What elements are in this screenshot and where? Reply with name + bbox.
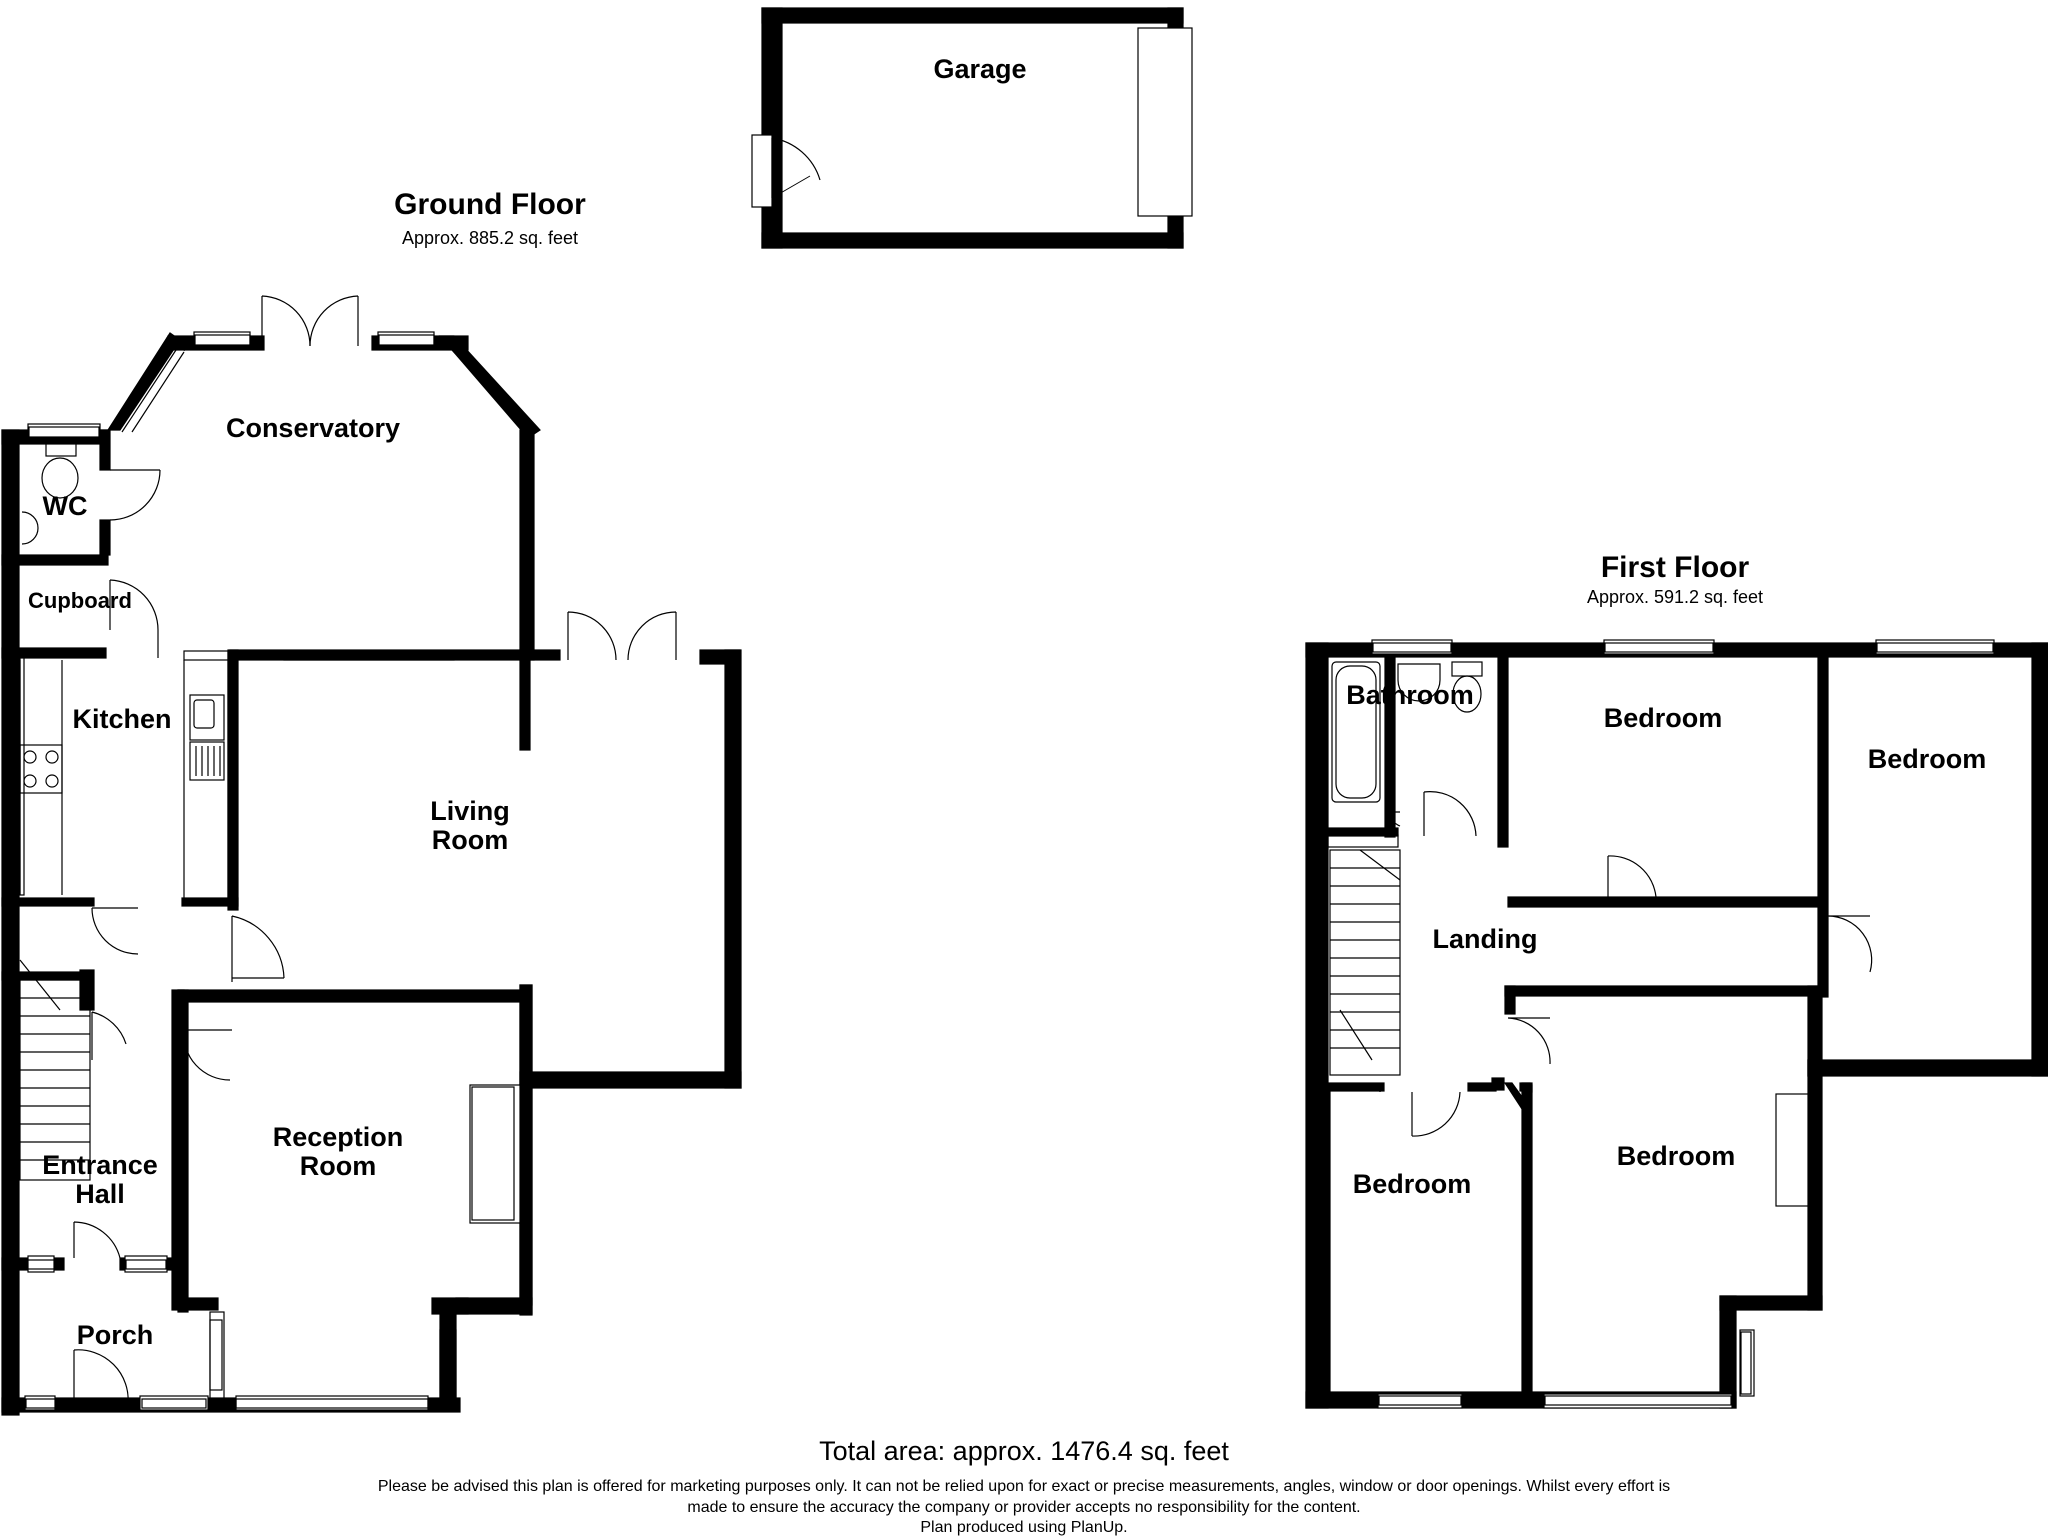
ground-floor-area: Approx. 885.2 sq. feet — [401, 228, 579, 248]
room-label-cupboard: Cupboard — [28, 588, 132, 613]
ground-floor-title: Ground Floor — [394, 188, 586, 221]
room-label-kitchen: Kitchen — [72, 704, 172, 734]
room-label-wc: WC — [42, 491, 88, 521]
room-label-entrance-line1: Entrance — [42, 1150, 158, 1180]
room-label-entrance-line2: Hall — [75, 1179, 125, 1209]
plan-credit: Plan produced using PlanUp. — [920, 1519, 1128, 1536]
room-label-bathroom: Bathroom — [1346, 680, 1474, 710]
garage-outline — [751, 7, 1193, 249]
ground-floor-fixtures — [19, 295, 677, 1410]
disclaimer-line-1: Please be advised this plan is offered f… — [377, 1478, 1671, 1495]
first-floor-title: First Floor — [1600, 551, 1750, 584]
room-label-bedroom-bottom-right: Bedroom — [1616, 1141, 1736, 1171]
first-floor-fixtures — [1329, 642, 1994, 1406]
total-area: Total area: approx. 1476.4 sq. feet — [819, 1436, 1229, 1466]
first-floor-area: Approx. 591.2 sq. feet — [1586, 587, 1764, 607]
ground-floor-walls — [1, 331, 742, 1416]
disclaimer-line-2: made to ensure the accuracy the company … — [687, 1499, 1361, 1516]
room-label-landing: Landing — [1432, 924, 1538, 954]
room-label-bedroom-top-middle: Bedroom — [1603, 703, 1723, 733]
room-label-bedroom-top-right: Bedroom — [1867, 744, 1987, 774]
room-label-porch: Porch — [76, 1320, 154, 1350]
room-label-living-room-line2: Room — [431, 825, 509, 855]
garage-label: Garage — [933, 54, 1027, 84]
room-label-conservatory: Conservatory — [225, 413, 401, 443]
room-label-reception-line2: Room — [299, 1151, 377, 1181]
room-label-bedroom-bottom-left: Bedroom — [1352, 1169, 1472, 1199]
room-label-reception-line1: Reception — [272, 1122, 404, 1152]
room-label-living-room-line1: Living — [430, 796, 510, 826]
